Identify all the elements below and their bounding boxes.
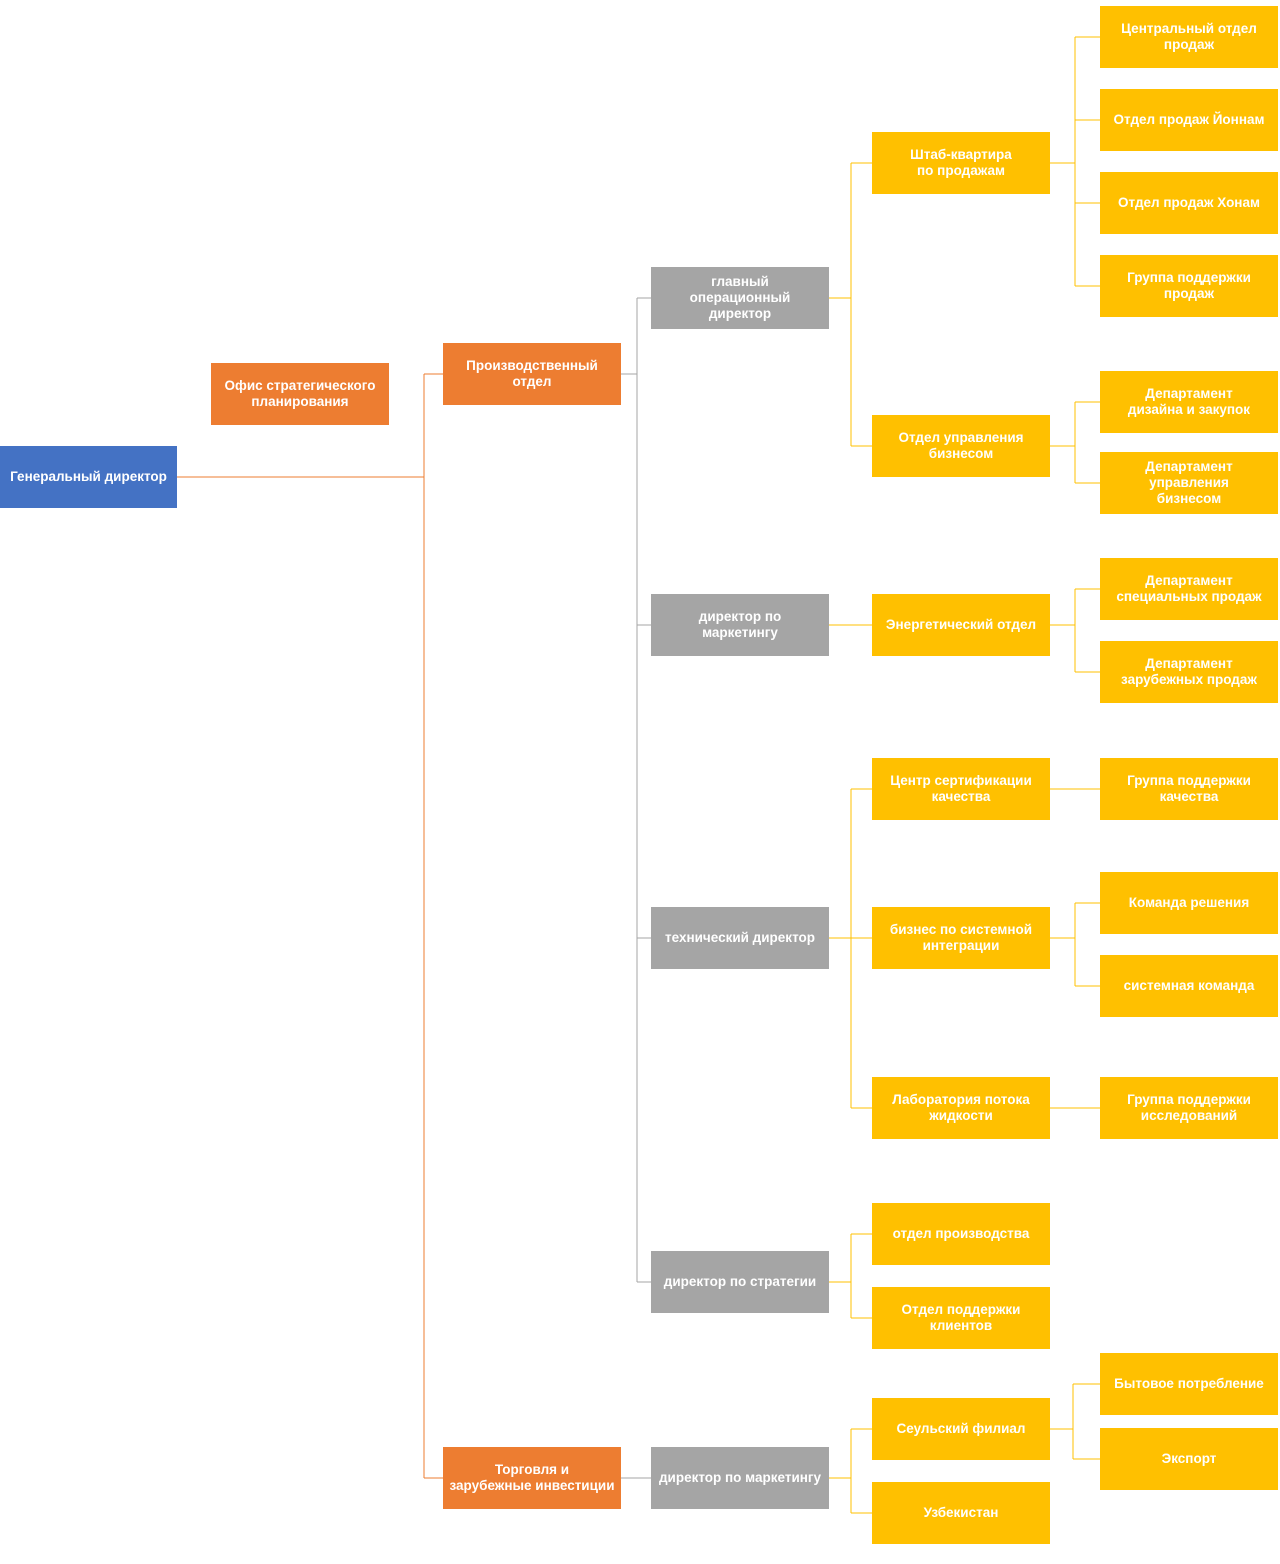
node-business-mgmt-dept: Отдел управления бизнесом — [872, 415, 1050, 477]
node-overseas-sales: Департамент зарубежных продаж — [1100, 641, 1278, 703]
node-yeonnam-sales: Отдел продаж Йоннам — [1100, 89, 1278, 151]
node-quality-support: Группа поддержки качества — [1100, 758, 1278, 820]
node-strategy-director: директор по стратегии — [651, 1251, 829, 1313]
node-production-division: Производственный отдел — [443, 343, 621, 405]
node-research-support: Группа поддержки исследований — [1100, 1077, 1278, 1139]
node-seoul-branch: Сеульский филиал — [872, 1398, 1050, 1460]
node-ceo: Генеральный директор — [0, 446, 177, 508]
node-design-purchase: Департамент дизайна и закупок — [1100, 371, 1278, 433]
node-sales-support: Группа поддержки продаж — [1100, 255, 1278, 317]
node-solution-team: Команда решения — [1100, 872, 1278, 934]
node-honam-sales: Отдел продаж Хонам — [1100, 172, 1278, 234]
node-system-integration: бизнес по системной интеграции — [872, 907, 1050, 969]
node-customer-support: Отдел поддержки клиентов — [872, 1287, 1050, 1349]
node-energy-dept: Энергетический отдел — [872, 594, 1050, 656]
node-quality-center: Центр сертификации качества — [872, 758, 1050, 820]
node-export: Экспорт — [1100, 1428, 1278, 1490]
node-marketing-director-1: директор по маркетингу — [651, 594, 829, 656]
node-trade-division: Торговля и зарубежные инвестиции — [443, 1447, 621, 1509]
node-strategic-office: Офис стратегического планирования — [211, 363, 389, 425]
node-coo: главный операционный директор — [651, 267, 829, 329]
node-special-sales: Департамент специальных продаж — [1100, 558, 1278, 620]
node-sales-hq: Штаб-квартира по продажам — [872, 132, 1050, 194]
node-system-team: системная команда — [1100, 955, 1278, 1017]
node-uzbekistan: Узбекистан — [872, 1482, 1050, 1544]
node-production-dept: отдел производства — [872, 1203, 1050, 1265]
node-technical-director: технический директор — [651, 907, 829, 969]
node-business-mgmt: Департамент управления бизнесом — [1100, 452, 1278, 514]
node-fluid-lab: Лаборатория потока жидкости — [872, 1077, 1050, 1139]
node-household: Бытовое потребление — [1100, 1353, 1278, 1415]
node-marketing-director-2: директор по маркетингу — [651, 1447, 829, 1509]
node-central-sales: Центральный отдел продаж — [1100, 6, 1278, 68]
